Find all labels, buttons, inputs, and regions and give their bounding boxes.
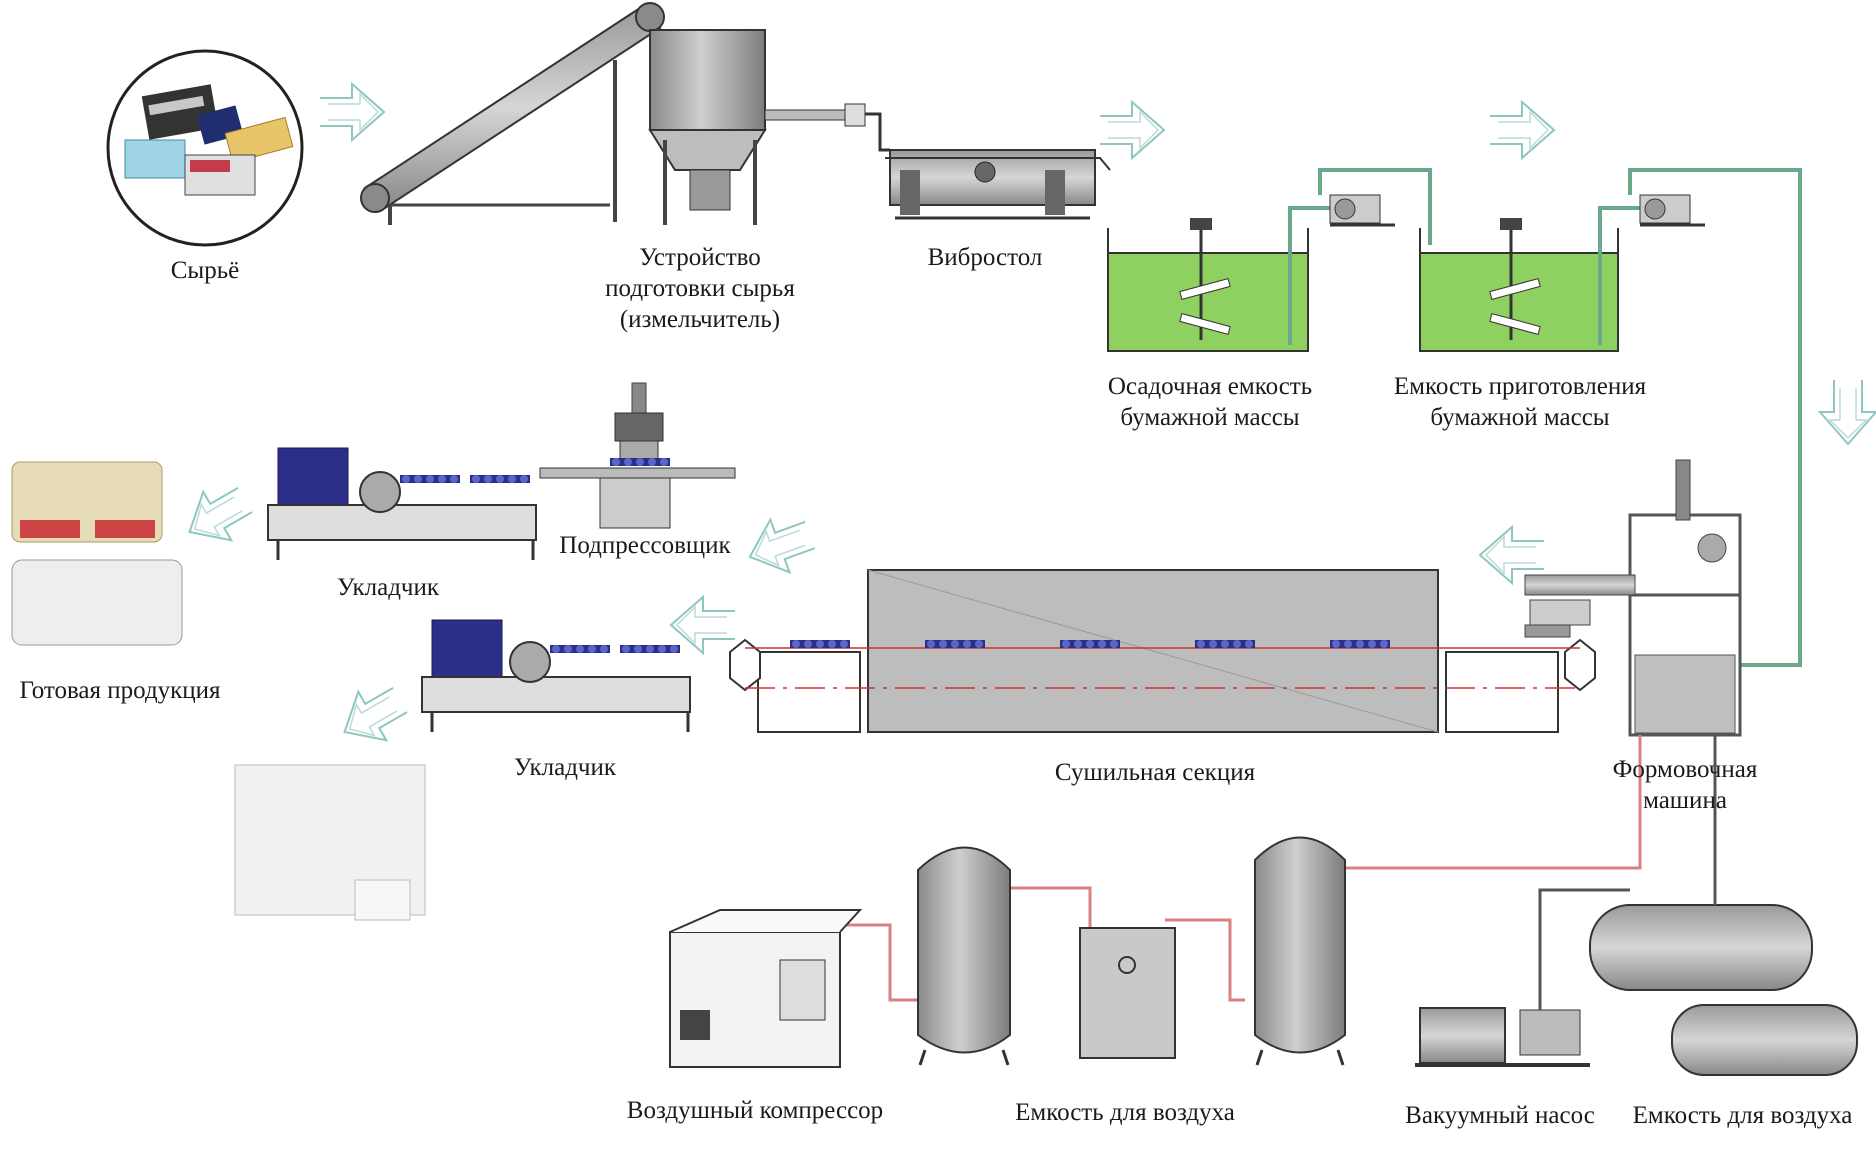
vacuum-pump-label: Вакуумный насос: [1405, 1102, 1595, 1129]
raw-material-label: Сырьё: [170, 257, 240, 284]
pump-2: [1639, 194, 1705, 227]
raw-prep-crusher: [360, 2, 890, 225]
flow-arrow-9: [329, 674, 415, 758]
stacker-top: [267, 447, 537, 560]
drying-section: [729, 569, 1596, 733]
flow-arrow-1: [319, 83, 385, 141]
stacker-bottom-label: Укладчик: [513, 754, 617, 781]
air-tank-left: [917, 846, 1011, 1066]
forming-label-line2: машина: [1643, 787, 1727, 814]
flow-arrow-6: [739, 507, 821, 585]
flow-arrow-3: [1489, 101, 1555, 159]
vacuum-tanks: [1589, 735, 1858, 1076]
flow-arrow-2: [1099, 101, 1165, 159]
flow-arrow-7: [174, 474, 260, 558]
presser: [539, 382, 736, 529]
presser-label: Подпрессовщик: [559, 532, 731, 559]
pulp-prep-tank: [1419, 218, 1619, 352]
settling-label-line2: бумажной массы: [1120, 404, 1300, 431]
dryer-label: Сушильная секция: [1054, 759, 1256, 786]
pulp-label-line1: Емкость приготовления: [1393, 373, 1647, 400]
stacker-top-label: Укладчик: [336, 574, 440, 601]
vibro-label: Вибростол: [927, 244, 1043, 271]
settling-tank: [1107, 218, 1309, 352]
prep-label-line3: (измельчитель): [619, 306, 781, 333]
finished-label: Готовая продукция: [19, 677, 221, 704]
pulp-pipes: [1288, 168, 1802, 667]
forming-label-line1: Формовочная: [1612, 756, 1758, 783]
raw-material-icon: [106, 49, 304, 247]
flow-arrow-4: [1819, 379, 1876, 445]
air-tank-1-label: Емкость для воздуха: [1015, 1099, 1235, 1126]
vacuum-pump: [1415, 888, 1630, 1067]
forming-machine: [1524, 459, 1742, 737]
prep-label-line1: Устройство: [639, 244, 761, 271]
compressor: [669, 909, 863, 1068]
air-dryer-box: [1079, 927, 1176, 1059]
finished-product-icon: [11, 461, 426, 921]
air-tank-right: [1254, 836, 1346, 1066]
air-pipes: [840, 735, 1642, 1002]
compressor-label: Воздушный компрессор: [626, 1097, 884, 1124]
flow-arrow-8: [670, 596, 736, 654]
pump-1: [1329, 194, 1395, 227]
stacker-bottom: [421, 619, 691, 732]
air-tank-2-label: Емкость для воздуха: [1632, 1102, 1853, 1129]
vibro-table: [885, 149, 1111, 220]
prep-label-line2: подготовки сырья: [605, 275, 795, 302]
pulp-label-line2: бумажной массы: [1430, 404, 1610, 431]
settling-label-line1: Осадочная емкость: [1107, 373, 1313, 400]
